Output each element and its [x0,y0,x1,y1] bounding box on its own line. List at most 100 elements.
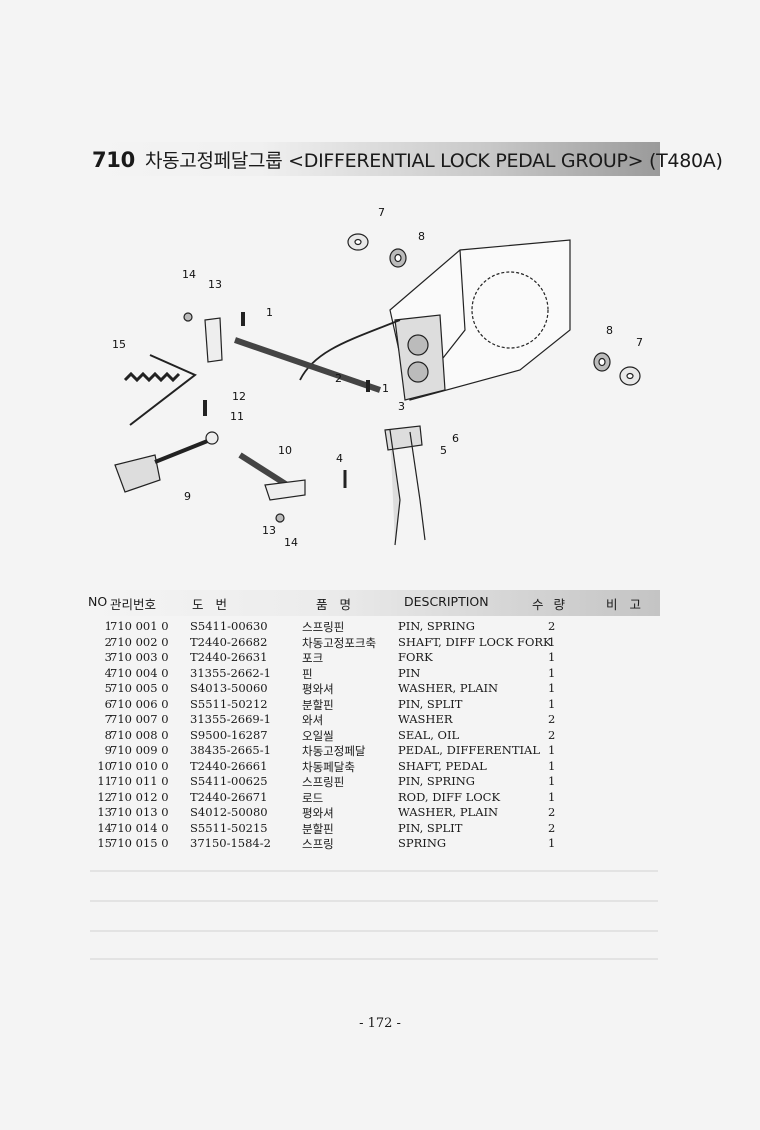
header-description: DESCRIPTION [404,594,489,609]
cell-quantity: 1 [548,696,556,711]
cell-code: 710 002 0 [110,634,169,649]
cell-quantity: 2 [548,805,556,819]
cell-quantity: 1 [548,634,556,649]
cell-code: 710 004 0 [110,665,169,680]
cell-no: 3 [104,650,112,664]
header-drawing: 도 번 [192,597,231,612]
callout: 11 [230,410,244,423]
callout: 12 [232,390,246,403]
callout: 14 [182,268,196,281]
cell-description: PIN, SPRING [398,619,475,633]
cell-no: 9 [104,743,112,757]
cell-code: 710 006 0 [110,696,169,711]
cell-description: ROD, DIFF LOCK [398,789,501,804]
cell-drawing-number: 31355-2662-1 [190,665,271,680]
callout: 13 [262,524,276,537]
callout: 7 [636,336,643,349]
cell-korean-name: 로드 [302,790,324,805]
shift-fork [384,425,426,546]
cell-description: WASHER, PLAIN [398,681,499,695]
cell-korean-name: 평와셔 [302,682,334,696]
header-qty: 수 량 [532,597,568,612]
callout: 5 [440,444,447,457]
cell-korean-name: 차동고정페달 [302,744,366,758]
callout: 4 [336,452,343,465]
pedal-pad [114,454,161,493]
housing-bore-lower [407,361,429,383]
cell-drawing-number: S5511-50212 [190,696,268,711]
cell-drawing-number: T2440-26661 [190,758,268,773]
callout: 1 [382,382,389,395]
cell-code: 710 003 0 [110,650,169,664]
cell-drawing-number: 37150-1584-2 [190,836,271,850]
cell-code: 710 007 0 [110,712,169,726]
cell-no: 11 [97,774,112,788]
callout: 3 [398,400,405,413]
header-code: 관리번호 [110,597,157,612]
cell-korean-name: 오일씰 [302,728,334,743]
cell-quantity: 1 [548,774,556,788]
cell-drawing-number: S5411-00625 [190,774,268,788]
housing-flange [471,271,549,349]
cell-korean-name: 스프링핀 [302,620,345,634]
bleed-line [90,870,658,872]
cell-korean-name: 분할핀 [302,697,334,712]
bracket [204,317,223,363]
cell-description: FORK [398,650,433,664]
cell-no: 15 [97,836,112,850]
cell-code: 710 012 0 [110,789,169,804]
cell-no: 8 [104,727,112,742]
fork-shaft [234,337,381,393]
cell-drawing-number: S9500-16287 [190,727,268,742]
cell-no: 10 [97,758,112,773]
cell-drawing-number: 38435-2665-1 [190,743,271,757]
cell-quantity: 2 [548,712,556,726]
cell-drawing-number: 31355-2669-1 [190,712,271,726]
cell-description: SEAL, OIL [398,727,460,742]
callout: 10 [278,444,292,457]
cell-code: 710 010 0 [110,758,169,773]
cell-no: 13 [97,805,112,819]
cell-no: 6 [104,696,112,711]
diff-lock-rod [129,354,197,426]
spring [123,371,181,383]
bleed-line [90,930,658,932]
cell-drawing-number: T2440-26671 [190,789,268,804]
callout: 1 [266,306,273,319]
cell-quantity: 1 [548,743,556,757]
cell-code: 710 011 0 [110,774,169,788]
housing-bore-upper [407,334,429,356]
cell-drawing-number: S5511-50215 [190,820,268,835]
header-name: 품 명 [316,597,355,612]
cell-description: WASHER [398,712,453,726]
cell-korean-name: 차동고정포크축 [302,635,377,650]
callout: 7 [378,206,385,219]
group-number: 710 [92,148,135,172]
cell-quantity: 1 [548,836,556,850]
cell-drawing-number: S5411-00630 [190,619,268,633]
cell-korean-name: 스프링 [302,837,334,851]
cell-description: SHAFT, PEDAL [398,758,487,773]
cell-code: 710 013 0 [110,805,169,819]
housing-face [394,314,446,401]
header-remark: 비 고 [606,597,645,612]
cell-code: 710 014 0 [110,820,169,835]
cell-quantity: 1 [548,650,556,664]
cell-quantity: 2 [548,619,556,633]
callout: 13 [208,278,222,291]
cell-code: 710 015 0 [110,836,169,850]
cell-no: 12 [97,789,112,804]
cell-drawing-number: T2440-26682 [190,634,268,649]
cell-code: 710 009 0 [110,743,169,757]
link-wire [299,319,401,381]
